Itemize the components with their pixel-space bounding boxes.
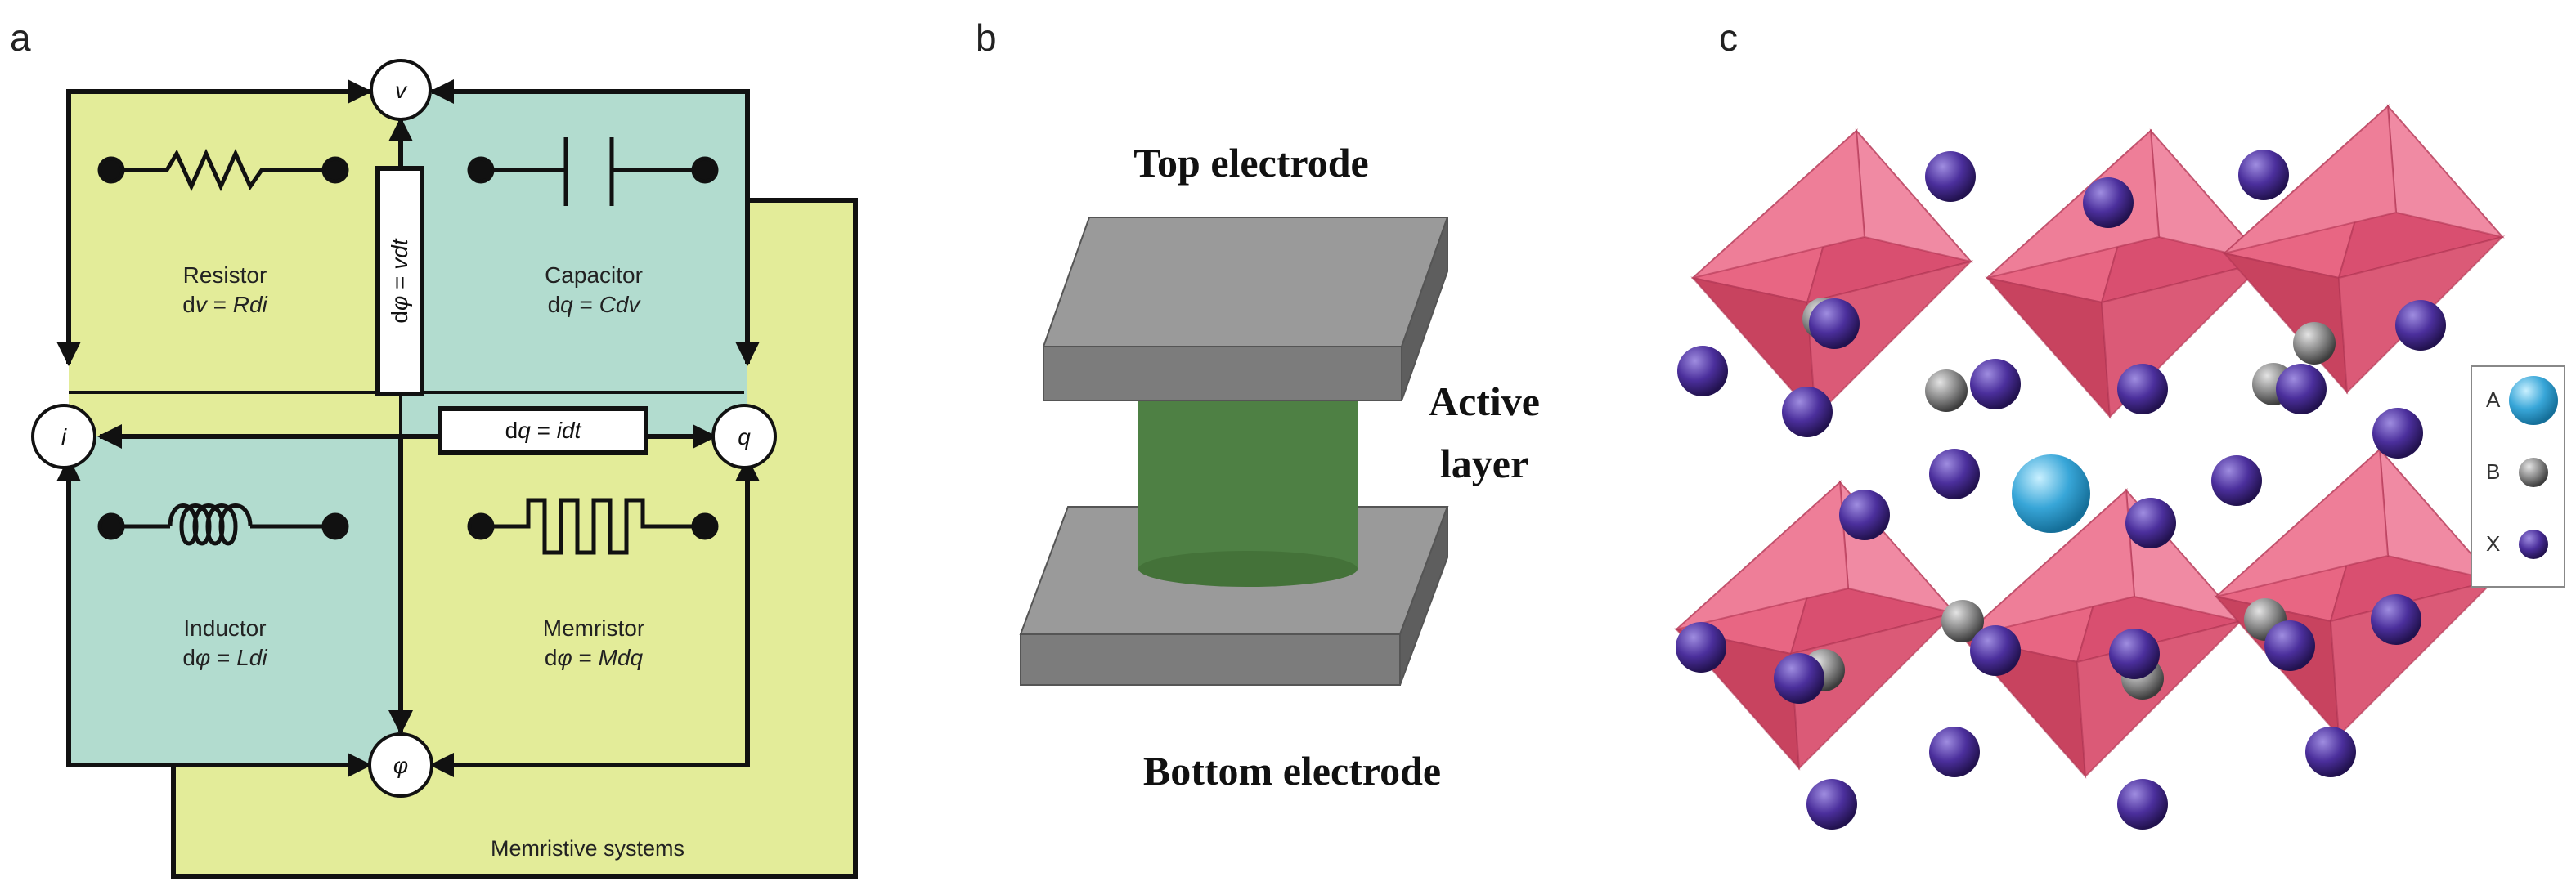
x-site-atom xyxy=(1677,346,1728,396)
x-site-atom xyxy=(1806,779,1857,830)
x-site-atom xyxy=(1676,622,1726,673)
node-v: v xyxy=(370,59,432,121)
x-site-atom xyxy=(2117,779,2168,830)
legend-swatch-x xyxy=(2519,530,2548,559)
x-site-atom xyxy=(2125,498,2176,548)
octahedron-face xyxy=(2224,104,2398,254)
inductor-quadrant xyxy=(69,436,401,765)
inductor-equation: dφ = Ldi xyxy=(182,645,267,670)
active-layer-label-line2: layer xyxy=(1440,441,1528,486)
x-site-atom xyxy=(1925,151,1976,202)
memristor-equation: dφ = Mdq xyxy=(545,645,644,670)
octahedron-face xyxy=(1962,488,2136,638)
octahedron-face xyxy=(1986,128,2161,279)
x-site-atom xyxy=(2395,300,2446,351)
a-site-atom xyxy=(2012,454,2090,533)
x-site-atom xyxy=(1782,387,1833,437)
x-site-atom xyxy=(1970,625,2021,676)
inductor-symbol xyxy=(97,503,349,546)
node-i-label: i xyxy=(61,424,67,450)
top-electrode xyxy=(1042,217,1449,401)
node-q-label: q xyxy=(738,424,751,450)
node-phi-label: φ xyxy=(393,753,408,778)
x-site-atom xyxy=(2276,364,2327,414)
x-site-atom xyxy=(2305,727,2356,777)
capacitor-equation: dq = Cdv xyxy=(548,292,642,317)
panel-a-label: a xyxy=(10,16,31,59)
x-site-atom xyxy=(1809,298,1860,349)
x-site-atom xyxy=(1970,359,2021,409)
x-site-atom xyxy=(2264,620,2315,671)
octahedron-face xyxy=(1692,128,1866,279)
active-layer-label-line1: Active xyxy=(1429,378,1540,424)
perovskite-structure xyxy=(1674,103,2506,830)
charge-current-relation: dq = idt xyxy=(505,418,582,443)
node-v-label: v xyxy=(395,78,408,103)
top-electrode-label: Top electrode xyxy=(1133,140,1368,186)
capacitor-name: Capacitor xyxy=(545,262,643,288)
x-site-atom xyxy=(2083,177,2134,228)
legend-swatch-a xyxy=(2509,376,2558,425)
resistor-equation: dv = Rdi xyxy=(182,292,267,317)
b-site-atom xyxy=(1925,369,1968,412)
node-i: i xyxy=(31,404,96,469)
panel-c-label: c xyxy=(1719,16,1738,59)
charge-current-relation-box xyxy=(438,406,648,455)
resistor-symbol xyxy=(97,148,349,192)
panel-b: b Top electrode Active layer Bottom elec… xyxy=(976,16,1540,794)
x-site-atom xyxy=(2372,408,2423,459)
x-site-atom xyxy=(2211,455,2262,506)
flux-voltage-relation-box xyxy=(375,166,424,396)
panel-b-label: b xyxy=(976,16,997,59)
memristive-systems-label: Memristive systems xyxy=(491,836,684,861)
octahedron-face xyxy=(2215,447,2390,597)
capacitor-symbol xyxy=(467,137,719,206)
legend-label-x: X xyxy=(2486,531,2500,556)
memristor-quadrant xyxy=(401,436,747,765)
b-site-atom xyxy=(1941,600,1984,642)
panel-c: c A B X xyxy=(1674,16,2565,830)
x-site-atom xyxy=(1839,490,1890,540)
resistor-name: Resistor xyxy=(183,262,267,288)
x-site-atom xyxy=(2109,629,2160,679)
memristor-name: Memristor xyxy=(543,615,644,641)
legend-swatch-b xyxy=(2519,458,2548,487)
x-site-atom xyxy=(1929,449,1980,499)
legend-label-a: A xyxy=(2486,387,2501,412)
x-site-atom xyxy=(1774,653,1824,704)
legend: A B X xyxy=(2471,365,2565,588)
inductor-name: Inductor xyxy=(183,615,266,641)
active-layer xyxy=(1138,384,1358,587)
x-site-atom xyxy=(2371,594,2421,645)
octahedron-face xyxy=(1806,260,1974,419)
node-q: q xyxy=(711,404,777,469)
flux-voltage-relation: dφ = vdt xyxy=(387,238,412,323)
node-phi: φ xyxy=(368,732,433,798)
panel-a: a Memristive systems dφ = vdt xyxy=(10,16,858,879)
x-site-atom xyxy=(2238,150,2289,200)
memristor-symbol xyxy=(467,498,719,555)
octahedron-face xyxy=(1676,480,1850,630)
b-site-atom xyxy=(2293,322,2336,365)
bottom-electrode-label: Bottom electrode xyxy=(1143,748,1441,794)
x-site-atom xyxy=(2117,364,2168,414)
x-site-atom xyxy=(1929,727,1980,777)
legend-label-b: B xyxy=(2486,459,2500,484)
